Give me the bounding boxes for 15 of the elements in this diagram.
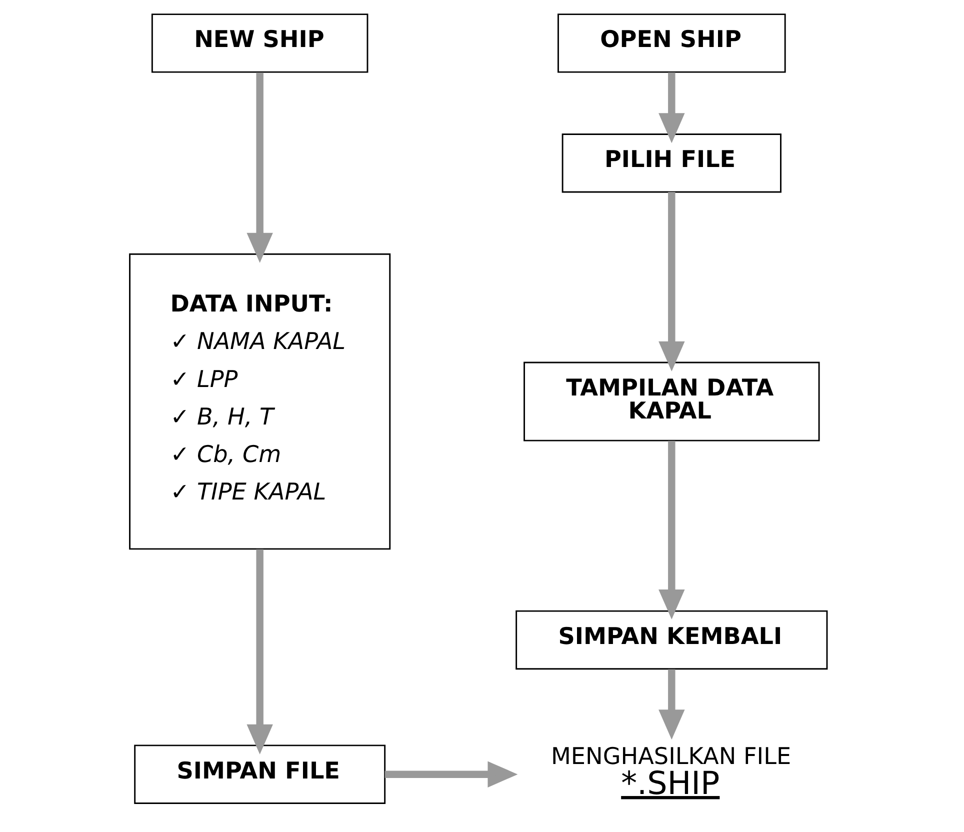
arrow <box>658 669 685 740</box>
arrow <box>384 761 518 788</box>
arrow <box>658 192 685 372</box>
arrow <box>658 440 685 620</box>
arrow <box>246 549 273 754</box>
node-box: TAMPILAN DATA KAPAL <box>524 362 820 442</box>
node-box: SIMPAN KEMBALI <box>516 610 828 670</box>
node-box: NEW SHIP <box>151 14 368 73</box>
arrow <box>658 72 685 144</box>
node-box: SIMPAN FILE <box>134 744 386 804</box>
node-box: DATA INPUT: ✓ NAMA KAPAL ✓ LPP ✓ B, H, T ✓ Cb, Cm ✓ TIPE KAPAL <box>129 253 391 550</box>
node-box: OPEN SHIP <box>558 14 786 73</box>
node-text: MENGHASILKAN FILE *.SHIP <box>551 744 792 802</box>
arrow <box>246 72 273 263</box>
node-box: PILIH FILE <box>562 134 782 193</box>
